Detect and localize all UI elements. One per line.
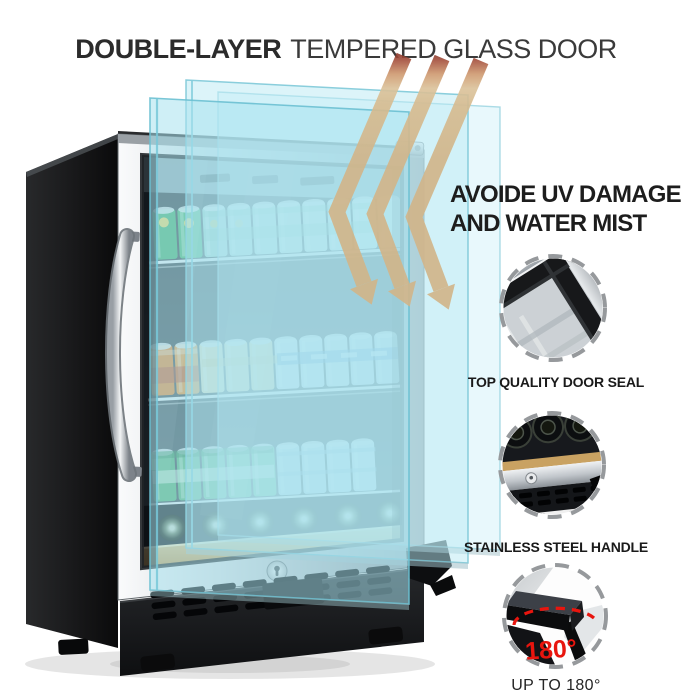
- uv-arrows-icon: [328, 52, 489, 310]
- page-title-bold: DOUBLE-LAYER: [75, 34, 282, 64]
- glass-pane-icon-front: [149, 97, 410, 610]
- page-title-regular: TEMPERED GLASS DOOR: [290, 34, 617, 64]
- door-open-angle-icon: [502, 563, 608, 669]
- dashed-circle-icon: [502, 563, 608, 669]
- steel-handle-icon: [498, 411, 606, 519]
- dashed-circle-icon: [499, 254, 607, 362]
- door-seal-icon: [499, 254, 607, 362]
- feature-door-open-angle: [500, 561, 610, 676]
- headline-line-2: AND WATER MIST: [450, 210, 647, 237]
- angle-arc-icon: [512, 606, 596, 626]
- feature-label-door-open: UP TO 180°: [511, 677, 601, 694]
- page-title: DOUBLE-LAYER TEMPERED GLASS DOOR: [0, 34, 692, 65]
- door-handle: [105, 228, 142, 482]
- headline: AVOIDE UV DAMAGE AND WATER MIST: [450, 180, 690, 238]
- feature-steel-handle: [496, 409, 608, 526]
- feature-label-steel-handle: STAINLESS STEEL HANDLE: [463, 539, 649, 555]
- dashed-circle-icon: [498, 411, 606, 519]
- feature-door-seal: [497, 252, 609, 369]
- headline-line-1: AVOIDE UV DAMAGE: [450, 181, 682, 208]
- feature-label-door-seal: TOP QUALITY DOOR SEAL: [467, 374, 645, 390]
